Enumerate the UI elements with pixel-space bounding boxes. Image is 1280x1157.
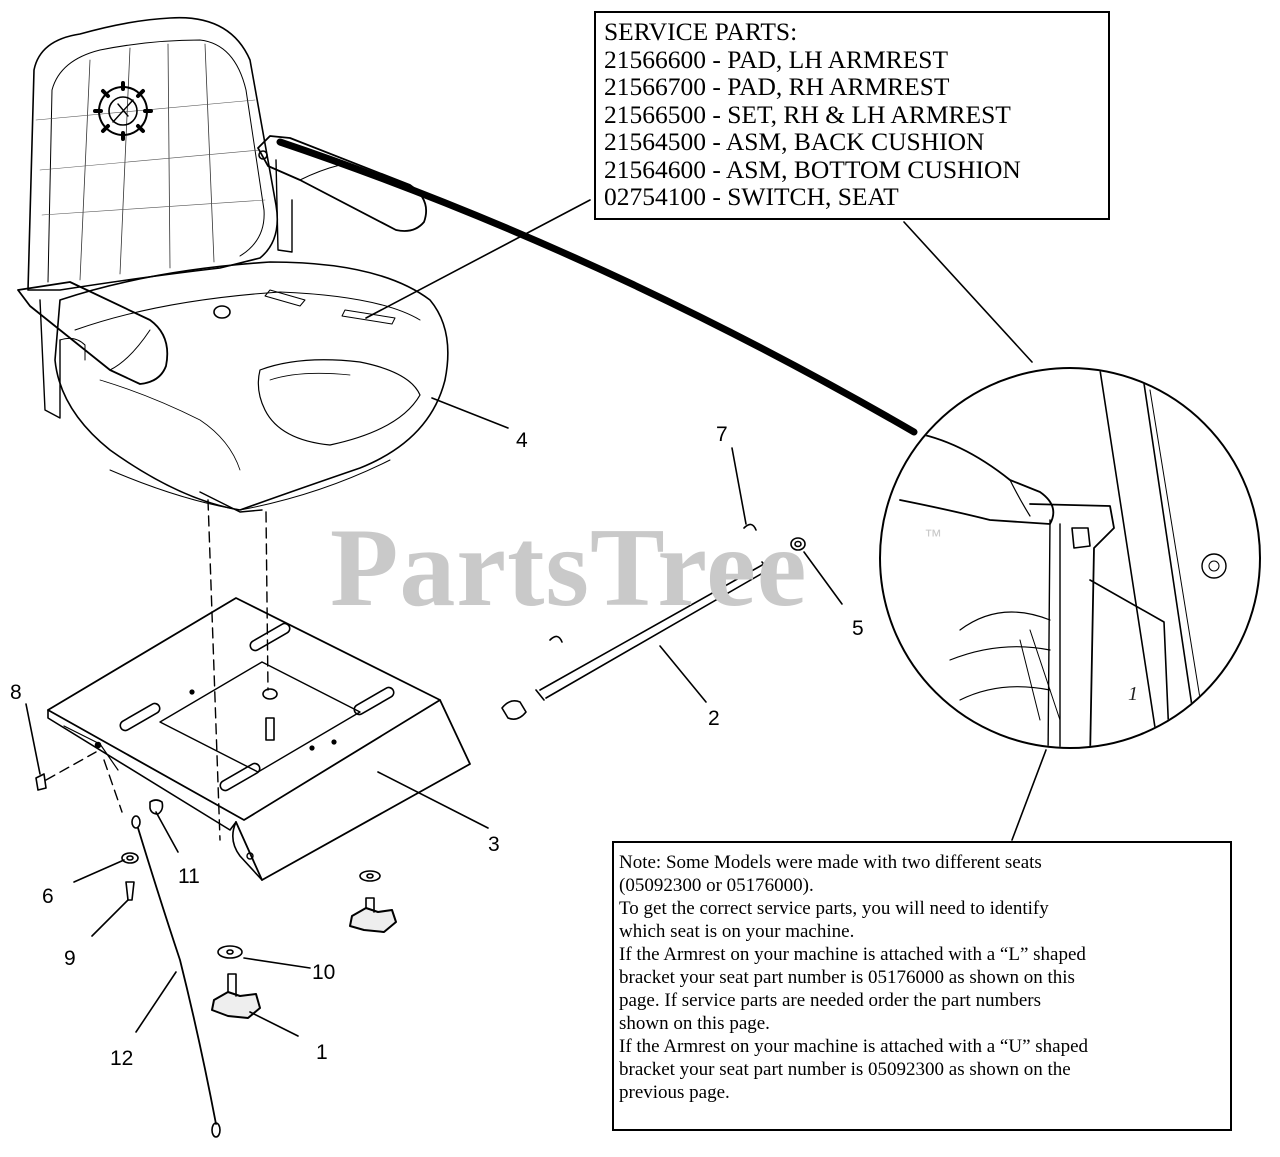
note-line: which seat is on your machine. <box>619 921 855 942</box>
callout-6: 6 <box>42 885 54 908</box>
note-line: shown on this page. <box>619 1013 770 1034</box>
part-washer-10 <box>217 945 243 959</box>
service-part-line: 21566500 - SET, RH & LH ARMREST <box>604 99 1011 129</box>
callout-10: 10 <box>312 961 336 984</box>
note-line: page. If service parts are needed order … <box>619 990 1042 1011</box>
callout-3: 3 <box>488 833 500 856</box>
seat-switch <box>213 305 231 319</box>
note-line: If the Armrest on your machine is attach… <box>619 1036 1089 1057</box>
service-part-line: 21566700 - PAD, RH ARMREST <box>604 72 950 101</box>
note-line: bracket your seat part number is 0509230… <box>619 1059 1071 1080</box>
callout-8: 8 <box>10 681 22 704</box>
callout-2: 2 <box>708 707 720 730</box>
service-part-line: 21564600 - ASM, BOTTOM CUSHION <box>604 154 1021 184</box>
callout-11: 11 <box>178 865 200 888</box>
left-armrest <box>17 281 169 419</box>
service-parts-box: SERVICE PARTS: 21566600 - PAD, LH ARMRES… <box>594 11 1110 220</box>
right-armrest <box>257 135 428 253</box>
alignment-lines <box>45 499 269 841</box>
part-bolt-8 <box>35 773 47 791</box>
note-line: If the Armrest on your machine is attach… <box>619 944 1086 965</box>
note-line: To get the correct service parts, you wi… <box>619 898 1049 919</box>
part-washer-6 <box>121 852 139 864</box>
detail-view <box>879 367 1261 749</box>
callout-9: 9 <box>64 947 76 970</box>
seat-backrest-inner <box>47 39 265 283</box>
seat-backrest <box>27 16 279 291</box>
callout-7: 7 <box>716 423 728 446</box>
part-washer-5 <box>790 537 806 551</box>
part-clip <box>549 635 563 643</box>
part-pin-9 <box>125 881 135 901</box>
part-bushing <box>501 700 527 720</box>
watermark-brand: PartsTree <box>330 506 808 630</box>
leader-lines <box>25 199 1047 1037</box>
callout-4: 4 <box>516 429 528 452</box>
seat-assembly <box>17 16 449 513</box>
part-knob-right <box>349 897 397 933</box>
callout-1: 1 <box>316 1041 328 1064</box>
service-part-line: 21566600 - PAD, LH ARMREST <box>604 44 949 74</box>
part-rod-2 <box>539 563 769 699</box>
note-line: previous page. <box>619 1082 730 1103</box>
part-cable-12 <box>131 815 221 1138</box>
gear-logo-icon <box>93 81 153 141</box>
mounting-plate <box>47 597 471 881</box>
part-nut-11 <box>149 799 164 815</box>
part-knob-1 <box>211 973 261 1019</box>
seat-bottom-cushion <box>54 261 449 511</box>
watermark-trademark: ™ <box>924 526 942 546</box>
note-line: (05092300 or 05176000). <box>619 875 814 896</box>
service-part-line: 21564500 - ASM, BACK CUSHION <box>604 127 985 156</box>
note-box: Note: Some Models were made with two dif… <box>612 841 1232 1131</box>
service-parts-heading: SERVICE PARTS: <box>604 17 798 46</box>
note-line: Note: Some Models were made with two dif… <box>619 852 1042 873</box>
plate-cutout <box>159 661 361 773</box>
detail-callout: 1 <box>1128 683 1138 705</box>
callout-5: 5 <box>852 617 864 640</box>
service-part-line: 02754100 - SWITCH, SEAT <box>604 182 899 211</box>
part-clip-7 <box>743 523 757 531</box>
detail-leader <box>276 138 918 436</box>
callout-12: 12 <box>110 1047 134 1070</box>
note-line: bracket your seat part number is 0517600… <box>619 967 1075 988</box>
